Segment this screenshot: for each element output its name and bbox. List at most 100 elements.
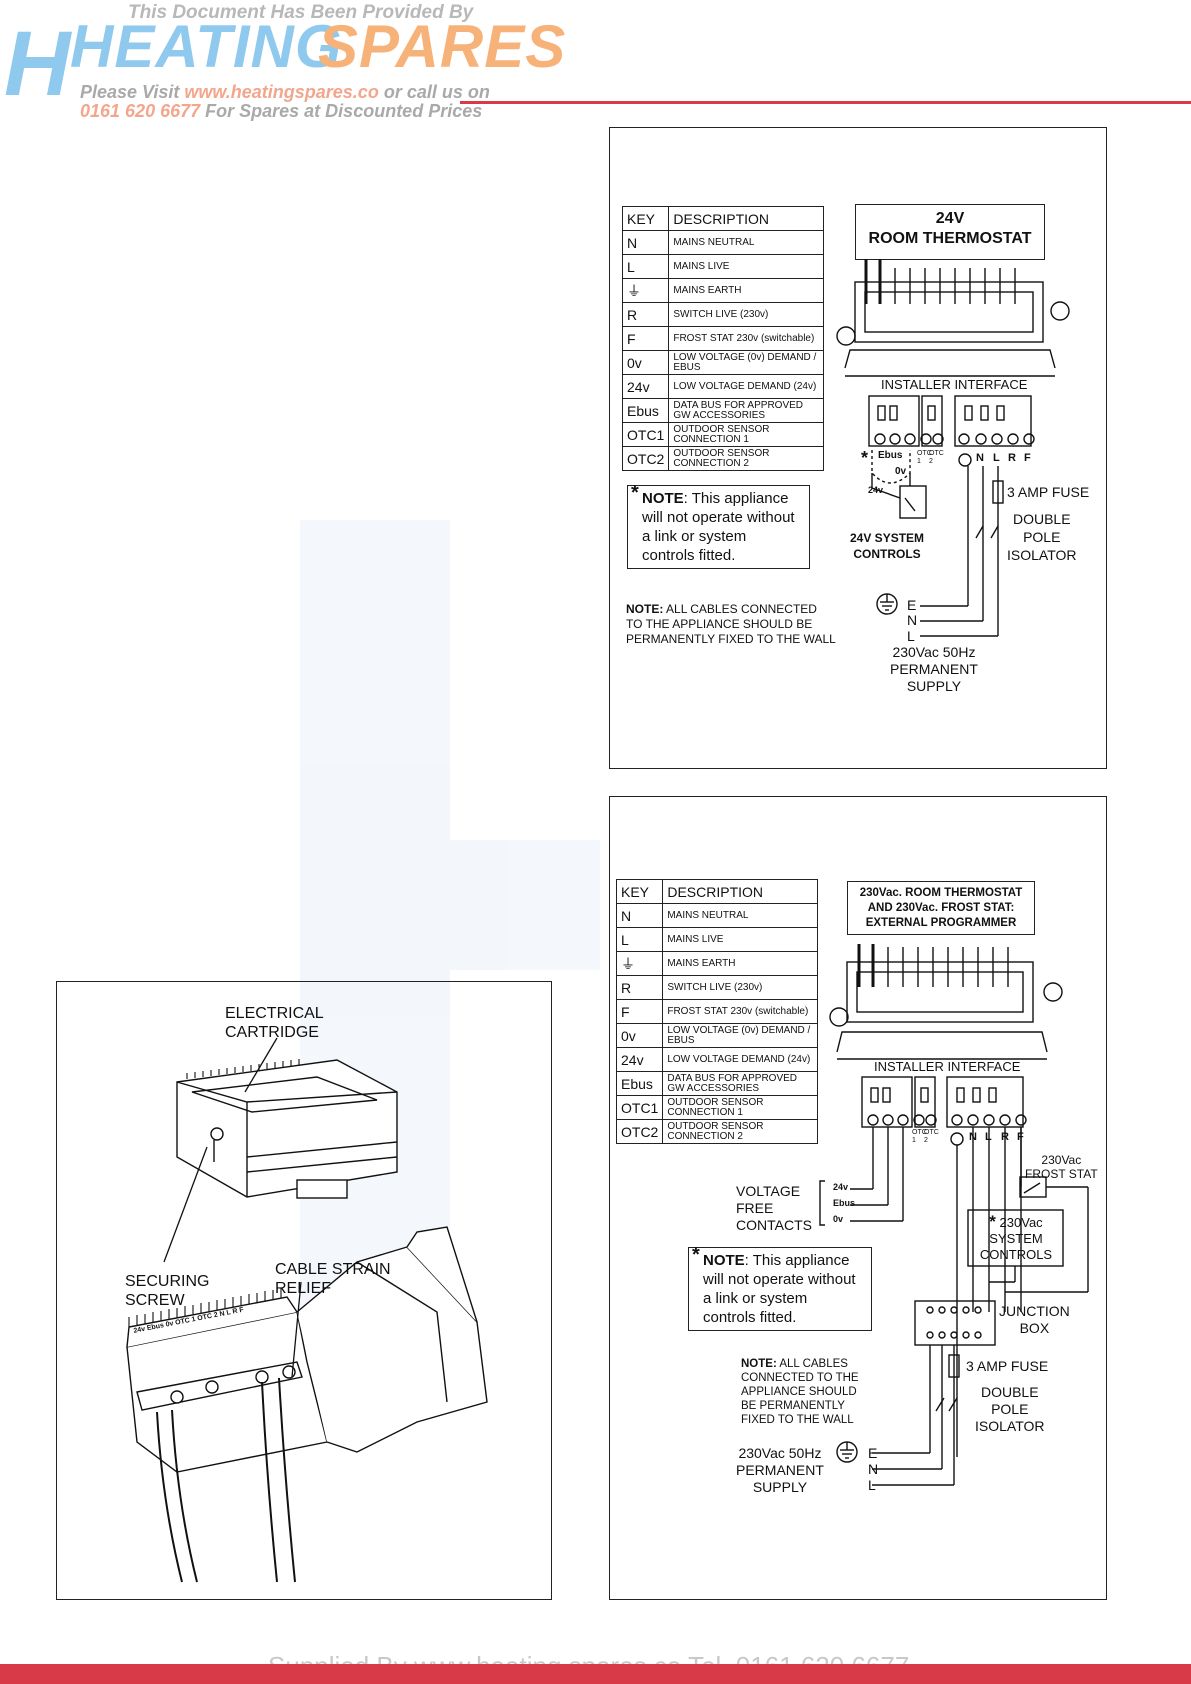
supply-line2: PERMANENT: [890, 661, 978, 677]
supply-l-label: L: [907, 628, 915, 644]
diagram2-fuse-label: 3 AMP FUSE: [966, 1358, 1049, 1374]
diagram2-appliance-note: *NOTE: This appliance will not operate w…: [688, 1245, 872, 1331]
n-terminal-label: N: [969, 1131, 977, 1143]
visit-line: Please Visit www.heatingspares.co or cal…: [80, 82, 490, 103]
otc1-terminal-label: OTC 1: [917, 450, 932, 466]
f-terminal-label: F: [1017, 1131, 1024, 1143]
cartridge-line1: ELECTRICAL: [225, 1005, 324, 1022]
desc-cell: MAINS NEUTRAL: [668, 230, 824, 255]
supply-l-label: L: [868, 1477, 876, 1493]
otc1-terminal-label: OTC 1: [912, 1129, 927, 1145]
diagram1-wiring-svg: [836, 259, 1070, 637]
otc2-terminal-label: OTC 2: [924, 1129, 939, 1145]
isolator-line1: DOUBLE: [1012, 511, 1071, 527]
r-terminal-label: R: [1008, 452, 1016, 464]
key-header: KEY: [615, 879, 664, 904]
junction-line1: JUNCTION: [999, 1303, 1070, 1319]
electrical-cartridge-illustration: ELECTRICAL CARTRIDGE SECURING SCREW CABL…: [56, 981, 552, 1600]
key-header: KEY: [621, 206, 670, 231]
term-24v: 24v: [133, 1325, 146, 1335]
voltage-free-contacts-label: VOLTAGE FREE CONTACTS: [736, 1183, 812, 1234]
note-bold: NOTE: [642, 490, 684, 507]
0v-terminal-label: 0v: [895, 466, 907, 477]
note-star: *: [631, 482, 639, 504]
frost-stat-label: 230Vac FROST STAT: [1025, 1153, 1098, 1181]
supply-e-label: E: [907, 597, 917, 613]
visit-url-link[interactable]: www.heatingspares.co: [184, 82, 379, 102]
supply-line1: 230Vac 50Hz: [892, 644, 976, 660]
cable-strain-relief-label: CABLE STRAIN RELIEF: [275, 1260, 391, 1298]
vfc-ebus-label: Ebus: [833, 1198, 856, 1208]
term-r: R: [231, 1307, 239, 1316]
cable-note-line2: TO THE APPLIANCE SHOULD BE: [626, 617, 813, 631]
diagram2-installer-interface: INSTALLER INTERFACE: [874, 1059, 1021, 1074]
frost-line2: FROST STAT: [1025, 1167, 1098, 1181]
thermostat-connector: [854, 281, 1044, 343]
r-terminal-label: R: [1001, 1131, 1009, 1143]
description-header: DESCRIPTION: [668, 206, 824, 231]
term-l: L: [225, 1309, 232, 1317]
provided-by-text: This Document Has Been Provided By: [128, 2, 474, 23]
diagram1-controls-label: 24V SYSTEM CONTROLS: [850, 530, 924, 562]
diagram2-cable-note: NOTE: ALL CABLES CONNECTED TO THE APPLIA…: [741, 1357, 859, 1427]
note-text: : This appliance will not operate withou…: [642, 490, 795, 564]
header-rule: [460, 101, 1191, 104]
frost-line1: 230Vac: [1041, 1153, 1082, 1167]
cable-note-line3: PERMANENTLY FIXED TO THE WALL: [626, 632, 836, 646]
supply-line3: SUPPLY: [752, 1479, 808, 1495]
note-bold: NOTE: [703, 1252, 745, 1269]
diagram2-wiring-svg: [819, 944, 1089, 1486]
link-star: *: [861, 448, 869, 468]
key-cell: OTC1: [621, 422, 670, 447]
controls-star: *: [989, 1212, 996, 1231]
key-cell: L: [621, 254, 670, 279]
supply-n-label: N: [907, 612, 918, 628]
cartridge-line2: CARTRIDGE: [225, 1024, 319, 1041]
phone-number: 0161 620 6677: [80, 101, 201, 121]
system-controls-label: * 230Vac SYSTEM CONTROLS: [976, 1212, 1056, 1263]
phone-line: 0161 620 6677 For Spares at Discounted P…: [80, 101, 482, 122]
cable-note-line3: APPLIANCE SHOULD: [741, 1386, 857, 1398]
visit-prefix: Please Visit: [80, 82, 180, 102]
diagram1-installer-interface: INSTALLER INTERFACE: [881, 377, 1028, 392]
desc-cell: LOW VOLTAGE DEMAND (24v): [668, 374, 824, 399]
diagram1-cable-note: NOTE: ALL CABLES CONNECTED TO THE APPLIA…: [626, 602, 836, 647]
supply-line1: 230Vac 50Hz: [738, 1445, 822, 1461]
isolator-line3: ISOLATOR: [1007, 547, 1077, 563]
controls-line1: 24V SYSTEM: [850, 531, 925, 545]
cable-note-line1: ALL CABLES: [776, 1358, 848, 1370]
note-text: : This appliance will not operate withou…: [703, 1252, 856, 1326]
diagram1-title-line2: ROOM THERMOSTAT: [868, 230, 1032, 247]
desc-cell: MAINS EARTH: [662, 951, 818, 976]
cable-note-line5: FIXED TO THE WALL: [741, 1414, 854, 1426]
key-cell: OTC1: [615, 1095, 664, 1120]
voltage-line1: VOLTAGE: [736, 1183, 801, 1199]
diagram1-supply-label: 230Vac 50Hz PERMANENT SUPPLY: [890, 644, 978, 695]
cable-note-bold: NOTE:: [741, 1358, 777, 1370]
isolator-line3: ISOLATOR: [975, 1418, 1045, 1434]
vfc-24v-label: 24v: [833, 1182, 849, 1192]
sys-line3: CONTROLS: [979, 1247, 1053, 1262]
cable-note-line2: CONNECTED TO THE: [741, 1372, 859, 1384]
header-banner: H This Document Has Been Provided By HEA…: [0, 0, 1191, 122]
sys-line2: SYSTEM: [989, 1231, 1043, 1246]
cartridge-label: ELECTRICAL CARTRIDGE: [225, 1004, 324, 1042]
diagram1-fuse-label: 3 AMP FUSE: [1007, 484, 1090, 500]
controls-line2: CONTROLS: [853, 547, 921, 561]
desc-cell: SWITCH LIVE (230v): [668, 302, 824, 327]
l-terminal-label: L: [985, 1131, 992, 1143]
supply-e-label: E: [868, 1445, 878, 1461]
key-cell: 0v: [621, 350, 670, 375]
hs-logo-icon: H: [4, 13, 71, 115]
desc-cell: MAINS NEUTRAL: [662, 903, 818, 928]
diagram2-isolator-label: DOUBLE POLE ISOLATOR: [975, 1384, 1045, 1435]
key-cell: 24v: [615, 1047, 664, 1072]
fuse-icon: [948, 1354, 960, 1378]
key-cell: Ebus: [621, 398, 670, 423]
f-terminal-label: F: [1024, 452, 1031, 464]
desc-cell: LOW VOLTAGE (0v) DEMAND / EBUS: [662, 1023, 818, 1048]
cable-note-line1: ALL CABLES CONNECTED: [663, 602, 817, 616]
voltage-line2: FREE: [736, 1200, 774, 1216]
